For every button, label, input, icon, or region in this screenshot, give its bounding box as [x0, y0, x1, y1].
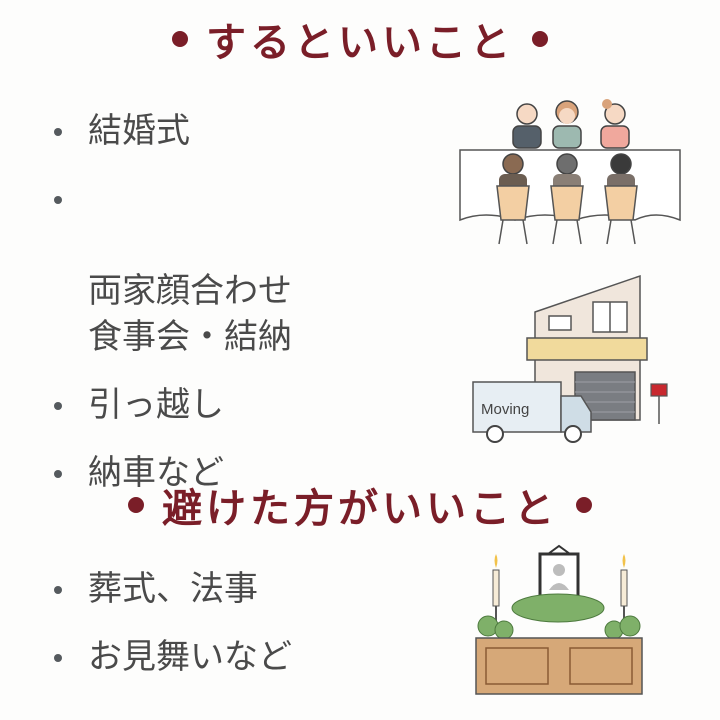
avoid-list: 葬式、法事 お見舞いなど	[48, 566, 292, 702]
good-section-title: するといいこと	[206, 20, 514, 66]
bullet-icon	[54, 654, 62, 662]
list-item-label: 両家顔合わせ 食事会・結納	[88, 271, 292, 357]
heading-dot-left	[128, 497, 144, 513]
list-item: お見舞いなど	[48, 634, 292, 680]
house-band	[526, 337, 648, 361]
truck-cab	[560, 395, 592, 433]
list-item: 両家顔合わせ 食事会・結納	[48, 176, 292, 360]
list-item-label: 葬式、法事	[88, 569, 258, 609]
family-meeting-illustration	[459, 99, 681, 245]
heading-dot-right	[576, 497, 592, 513]
avoid-section-title: 避けた方がいいこと	[162, 486, 558, 532]
people-back-row	[512, 99, 630, 149]
funeral-altar-illustration	[475, 544, 643, 695]
bullet-icon	[54, 196, 62, 204]
list-item-label: 引っ越し	[88, 385, 224, 425]
flower-arrangement	[477, 593, 641, 640]
heading-dot-right	[532, 31, 548, 47]
truck-label: Moving	[481, 401, 529, 418]
house-window-small	[548, 315, 572, 331]
list-item: 結婚式	[48, 108, 292, 154]
list-item-label: 結婚式	[88, 111, 190, 151]
list-item-label: お見舞いなど	[88, 637, 292, 677]
list-item: 納車など	[48, 450, 292, 496]
mailbox	[650, 383, 668, 397]
bullet-icon	[54, 128, 62, 136]
bullet-icon	[54, 402, 62, 410]
list-item: 引っ越し	[48, 382, 292, 428]
bullet-icon	[54, 586, 62, 594]
good-list: 結婚式 両家顔合わせ 食事会・結納 引っ越し 納車など	[48, 108, 292, 518]
chairs	[496, 185, 638, 221]
heading-dot-left	[172, 31, 188, 47]
truck-wheel	[564, 425, 582, 443]
altar-table	[475, 637, 643, 695]
bullet-icon	[54, 470, 62, 478]
avoid-section-heading: 避けた方がいいこと	[0, 476, 720, 534]
list-item-label: 納車など	[88, 453, 224, 493]
house-and-moving-truck-illustration: Moving	[472, 274, 668, 443]
list-item: 葬式、法事	[48, 566, 292, 612]
good-section-heading: するといいこと	[0, 10, 720, 68]
truck-wheel	[486, 425, 504, 443]
